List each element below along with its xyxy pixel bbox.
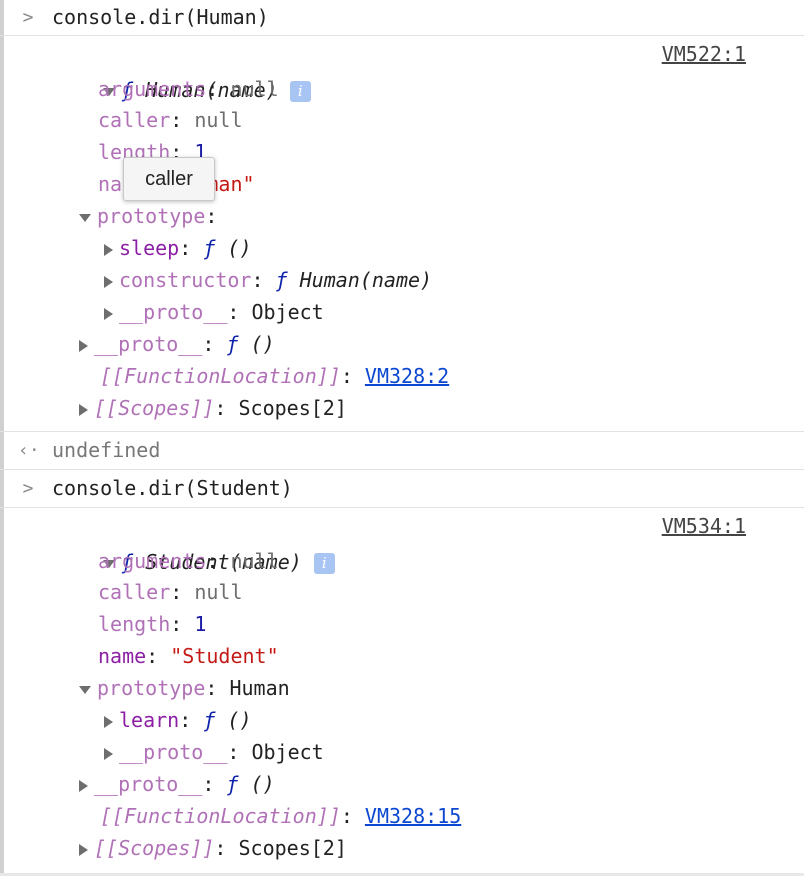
object-header-student[interactable]: ƒ Student(name) i	[55, 514, 335, 574]
function-location-link[interactable]: VM328:2	[364, 364, 450, 388]
triangle-right-icon[interactable]	[104, 275, 113, 288]
prop-proto[interactable]: __proto__: ƒ ()	[79, 328, 275, 360]
console-command: console.dir(Human)	[52, 5, 269, 29]
triangle-right-icon[interactable]	[104, 747, 113, 760]
chevron-right-icon: >	[22, 478, 34, 499]
divider	[0, 431, 804, 432]
prop-caller: caller: null	[98, 108, 243, 132]
divider	[0, 469, 804, 470]
prop-prototype-proto[interactable]: __proto__: Object	[104, 736, 324, 768]
function-location-link[interactable]: VM328:15	[364, 804, 462, 828]
triangle-down-icon[interactable]	[103, 559, 116, 568]
prop-name: name: "Student"	[98, 644, 279, 668]
triangle-down-icon[interactable]	[103, 87, 116, 96]
prop-arguments: arguments: null	[98, 549, 279, 573]
function-keyword: ƒ	[121, 78, 134, 102]
prop-scopes[interactable]: [[Scopes]]: Scopes[2]	[79, 392, 347, 424]
prop-arguments: arguments: null	[98, 77, 279, 101]
triangle-down-icon[interactable]	[79, 685, 91, 694]
console-command: console.dir(Student)	[52, 476, 293, 500]
triangle-right-icon[interactable]	[104, 715, 113, 728]
function-signature: Human(name)	[145, 78, 278, 102]
object-header-human[interactable]: ƒ Human(name) i	[55, 42, 311, 102]
triangle-right-icon[interactable]	[79, 779, 88, 792]
triangle-right-icon[interactable]	[79, 843, 88, 856]
prop-function-location: [[FunctionLocation]]: VM328:15	[100, 804, 462, 828]
prop-prototype[interactable]: prototype:	[79, 200, 229, 232]
triangle-down-icon[interactable]	[79, 213, 91, 222]
triangle-right-icon[interactable]	[104, 243, 113, 256]
function-keyword: ƒ	[121, 550, 134, 574]
divider	[0, 507, 804, 508]
prop-length: length: 1	[98, 612, 207, 636]
prop-proto[interactable]: __proto__: ƒ ()	[79, 768, 275, 800]
info-icon[interactable]: i	[289, 81, 311, 102]
prop-function-location: [[FunctionLocation]]: VM328:2	[100, 364, 450, 388]
prop-scopes[interactable]: [[Scopes]]: Scopes[2]	[79, 832, 347, 864]
prop-prototype-proto[interactable]: __proto__: Object	[104, 296, 324, 328]
info-icon[interactable]: i	[313, 553, 335, 574]
source-link[interactable]: VM534:1	[661, 514, 746, 538]
prop-prototype[interactable]: prototype: Human	[79, 672, 290, 704]
prop-constructor[interactable]: constructor: ƒ Human(name)	[104, 264, 432, 296]
triangle-right-icon[interactable]	[79, 339, 88, 352]
divider	[0, 35, 804, 36]
return-value: undefined	[52, 438, 161, 462]
source-link[interactable]: VM522:1	[661, 42, 746, 66]
triangle-right-icon[interactable]	[104, 307, 113, 320]
chevron-right-icon: >	[22, 7, 34, 28]
triangle-right-icon[interactable]	[79, 403, 88, 416]
console-left-gutter	[0, 0, 4, 876]
function-signature: Student(name)	[145, 550, 302, 574]
prop-sleep[interactable]: sleep: ƒ ()	[104, 232, 252, 264]
prop-learn[interactable]: learn: ƒ ()	[104, 704, 252, 736]
hover-tooltip: caller	[123, 157, 215, 201]
return-arrow-icon: ‹·	[18, 440, 40, 461]
divider	[0, 873, 804, 876]
prop-caller: caller: null	[98, 580, 243, 604]
